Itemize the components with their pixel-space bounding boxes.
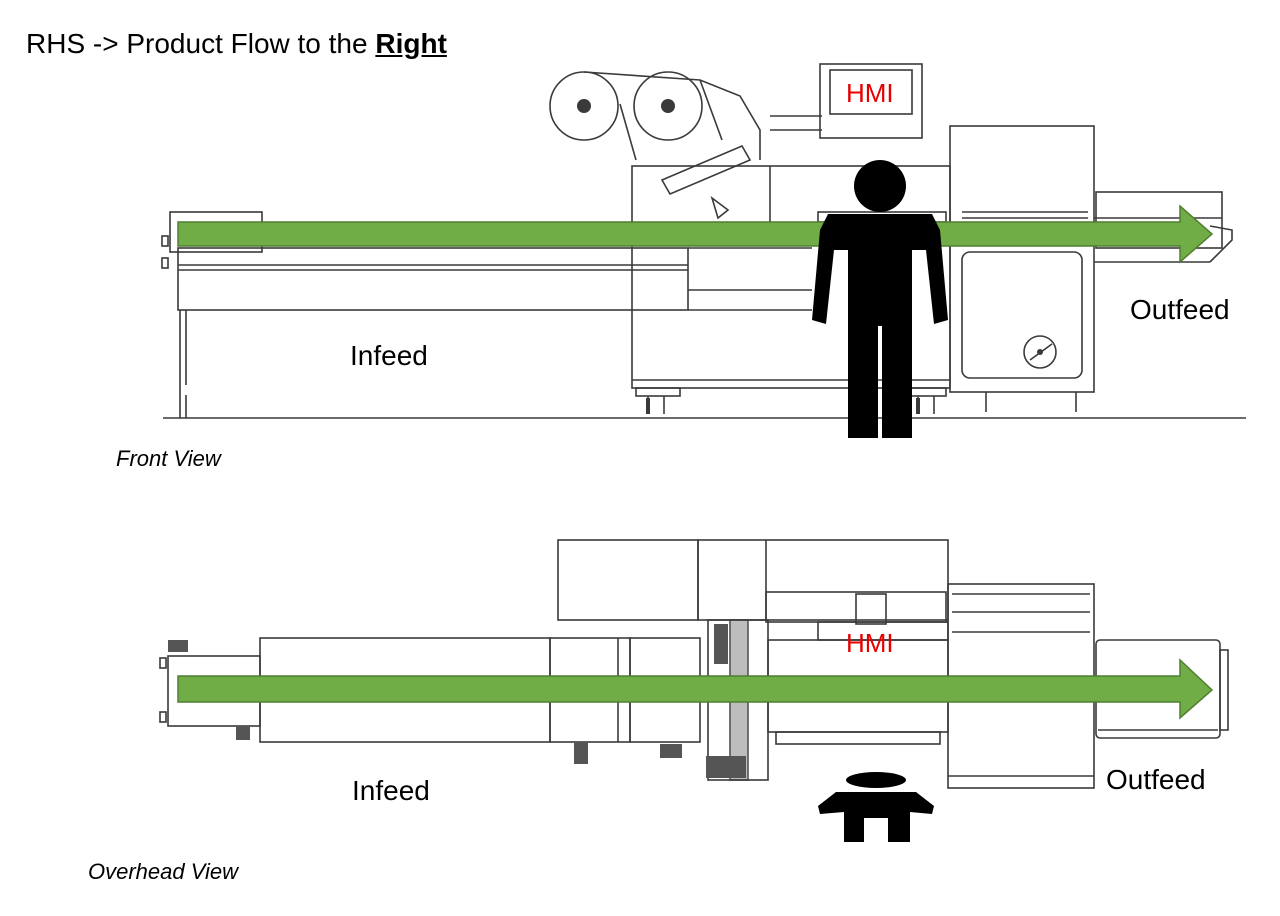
front-view-caption: Front View — [116, 446, 221, 471]
front-film-reel-right — [633, 71, 703, 141]
front-view-drawing: HMI — [161, 63, 1246, 438]
overhead-flow-arrow — [177, 658, 1214, 720]
front-outfeed-reel — [1023, 335, 1057, 369]
overhead-hmi-label: HMI — [846, 628, 894, 658]
title-emphasis: Right — [375, 28, 447, 59]
overhead-film-unit — [557, 539, 699, 621]
front-operator-icon — [812, 160, 948, 438]
front-outfeed-conveyor — [1095, 191, 1223, 249]
overhead-view-drawing: HMI — [159, 539, 1229, 842]
overhead-operator-icon — [818, 772, 934, 842]
overhead-view-caption: Overhead View — [88, 859, 239, 884]
title-prefix: RHS -> Product Flow to the — [26, 28, 376, 59]
overhead-outfeed-label: Outfeed — [1106, 764, 1206, 795]
front-outfeed-label: Outfeed — [1130, 294, 1230, 325]
overhead-infeed-label: Infeed — [352, 775, 430, 806]
front-infeed-label: Infeed — [350, 340, 428, 371]
page-title: RHS -> Product Flow to the Right — [26, 28, 447, 60]
front-outfeed-cabinet — [949, 125, 1095, 393]
front-infeed-frame — [177, 247, 689, 311]
front-hmi-label: HMI — [846, 78, 894, 108]
overhead-main-top — [697, 539, 949, 621]
front-hmi-frame — [819, 63, 923, 139]
front-flow-arrow — [177, 204, 1214, 264]
